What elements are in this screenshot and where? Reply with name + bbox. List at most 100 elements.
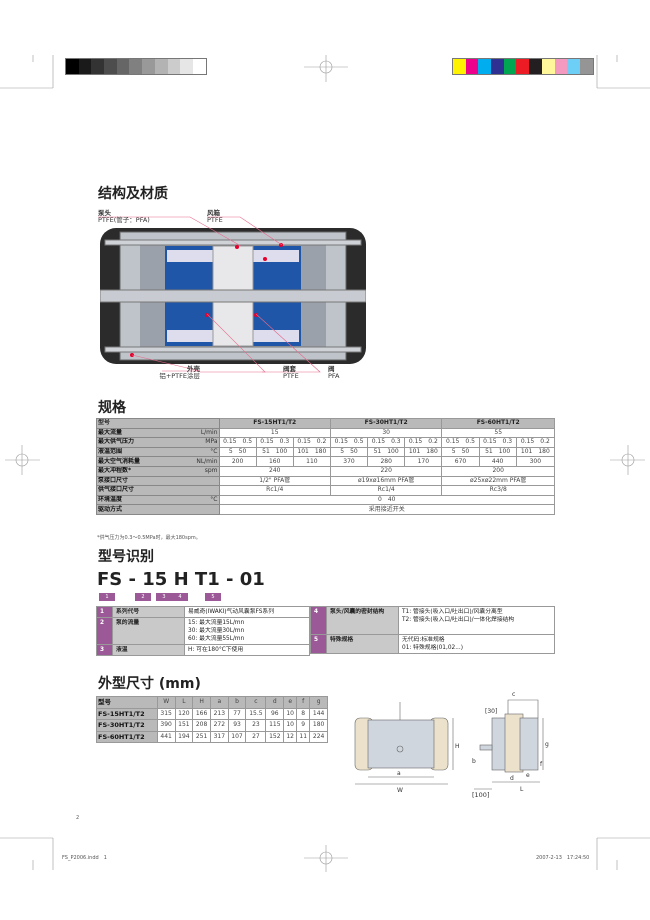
table-cell: 液温范围 [95,446,175,458]
table-cell: Rc1/4 [329,485,443,496]
table-cell: 0.15 0.2 [404,437,443,448]
table-cell: c [245,696,267,709]
table-cell: 9 [296,719,311,732]
code-desc-line: 30: 最大流量30L/mn [188,628,245,634]
marker-5: 5 [205,593,221,601]
marker-3: 3 [156,593,172,601]
table-cell: 5 50 [329,446,369,458]
table-cell: 120 [174,707,194,720]
table-cell: 27 [245,730,267,743]
code-desc-line: 无代码:标准规格 [402,637,445,643]
structure-title: 结构及材质 [98,186,168,202]
table-cell: 170 [404,456,443,467]
table-cell: 最大冲程数* [95,465,175,477]
table-cell: 11 [296,730,311,743]
code-label: 特殊规格 [326,634,399,654]
color-swatch [541,59,555,74]
color-swatch [192,59,206,74]
table-cell: 220 [329,465,443,477]
table-cell: 0.15 0.3 [255,437,294,448]
table-cell: MPa [174,437,220,448]
color-swatch [142,59,155,74]
dim-label-g: g [545,741,549,748]
table-cell: 208 [192,719,211,732]
color-swatch [465,59,479,74]
table-cell: W [156,696,176,709]
callout-material: 铝+PTFE涂层 [159,372,200,380]
color-swatch [478,59,492,74]
color-swatch [154,59,168,74]
table-cell: ø25xø22mm PFA管 [441,475,555,487]
marker-2: 2 [135,593,151,601]
page-number: 2 [76,815,80,821]
table-cell: FS-15HT1/T2 [218,418,331,429]
code-desc-line: 01: 特殊规格(01,02...) [402,645,464,651]
dim-label-30: [30] [485,708,497,715]
marker-1: 1 [99,593,115,601]
dimensions-title: 外型尺寸 (mm) [98,676,201,692]
dim-label-a: a [397,770,401,777]
grayscale-bar [65,58,207,75]
table-cell: 200 [441,465,555,477]
table-cell: 0.15 0.5 [329,437,369,448]
code-label: 系列代号 [112,606,185,618]
table-cell: FS-30HT1/T2 [329,418,443,429]
table-cell: 107 [227,730,247,743]
table-cell: d [265,696,285,709]
table-cell: 0.15 0.3 [478,437,517,448]
callout-label: 风箱 [207,209,220,217]
marker-4: 4 [172,593,188,601]
table-cell: 12 [283,730,298,743]
color-swatch [66,59,79,74]
table-cell: 15.5 [245,707,267,720]
table-cell: 23 [245,719,267,732]
dim-label-e: e [526,772,530,779]
table-cell: 55 [441,427,555,439]
table-cell: 1/2" PFA管 [218,475,331,487]
table-cell: 315 [156,707,176,720]
table-cell: 采用接近开关 [218,504,555,515]
table-cell: b [227,696,247,709]
table-cell: 251 [192,730,211,743]
color-swatch [167,59,181,74]
color-swatch [529,59,542,74]
table-cell: 0.15 0.2 [292,437,331,448]
table-cell: 0 40 [218,494,555,506]
table-cell: 96 [265,707,285,720]
table-cell: 泵接口尺寸 [95,475,175,487]
table-cell: 型号 [96,696,158,709]
table-cell: FS-60HT1/T2 [441,418,555,429]
table-cell: 0.15 0.2 [515,437,556,448]
table-row: 驱动方式采用接近开关 [95,504,555,515]
callout-label: 外壳 [187,365,200,373]
table-cell: 最大供气压力 [95,437,175,448]
table-cell: g [309,696,328,709]
table-cell: 93 [227,719,247,732]
table-cell: spm [174,465,220,477]
table-cell: 51 100 [255,446,294,458]
table-cell: °C [174,494,220,506]
table-cell: 101 180 [404,446,443,458]
table-cell: Rc1/4 [218,485,331,496]
table-cell: 10 [283,719,298,732]
callout-housing: 外壳铝+PTFE涂层 [159,366,200,380]
specs-note: *供气压力为0.3～0.5MPa时，最大180spm。 [97,535,201,541]
table-cell: 441 [156,730,176,743]
